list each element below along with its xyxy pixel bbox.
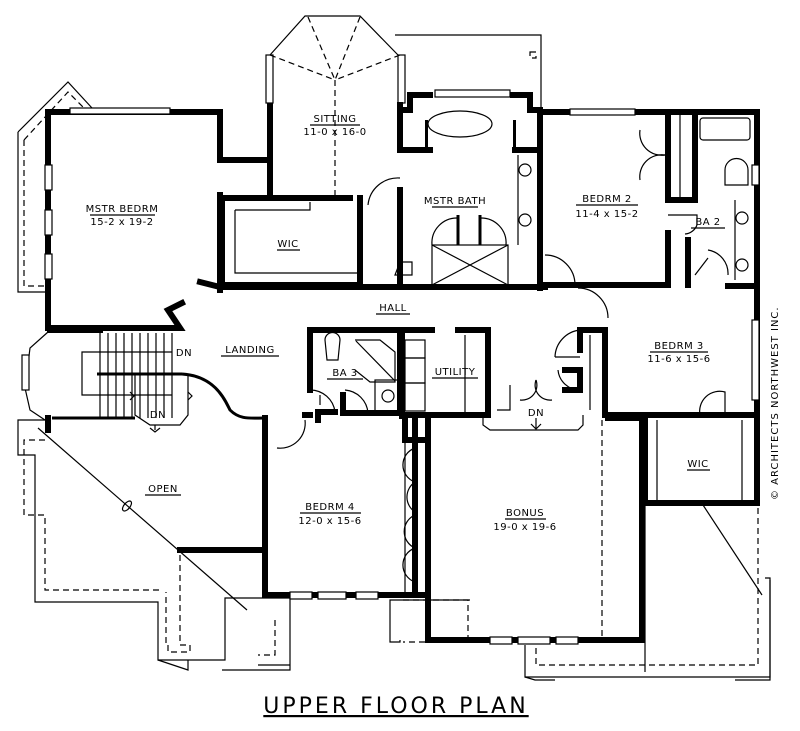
room-label-bedrm-3: BEDRM 3 <box>654 341 704 352</box>
plan-title: UPPER FLOOR PLAN <box>263 694 528 719</box>
room-size-sitting: 11-0 x 16-0 <box>303 127 366 138</box>
stair-label-dn-lower: DN <box>150 410 166 421</box>
room-label-ba-2: BA 2 <box>695 217 720 228</box>
room-label-landing: LANDING <box>225 345 275 356</box>
room-size-bedrm-2: 11-4 x 15-2 <box>575 209 638 220</box>
room-size-bedrm-4: 12-0 x 15-6 <box>298 516 361 527</box>
room-label-ba-3: BA 3 <box>332 368 357 379</box>
room-label-wic-master: WIC <box>277 239 298 250</box>
room-labels: MSTR BEDRM 15-2 x 19-2 SITTING 11-0 x 16… <box>86 114 720 533</box>
room-size-bonus: 19-0 x 19-6 <box>493 522 556 533</box>
room-label-bedrm-2: BEDRM 2 <box>582 194 632 205</box>
room-label-hall: HALL <box>379 303 407 314</box>
room-size-mstr-bedrm: 15-2 x 19-2 <box>90 217 153 228</box>
walls <box>21 15 760 645</box>
copyright-text: © ARCHITECTS NORTHWEST INC. <box>770 306 781 500</box>
staircase <box>52 333 266 433</box>
room-label-wic-bedrm3: WIC <box>687 459 708 470</box>
room-label-utility: UTILITY <box>435 367 476 378</box>
stair-label-dn-upper: DN <box>176 348 192 359</box>
label-underlines <box>90 124 725 520</box>
roof-outline <box>17 34 771 681</box>
room-label-mstr-bedrm: MSTR BEDRM <box>86 204 159 215</box>
room-label-bonus: BONUS <box>506 508 544 519</box>
room-label-bedrm-4: BEDRM 4 <box>305 502 355 513</box>
room-size-bedrm-3: 11-6 x 15-6 <box>647 354 710 365</box>
stair-label-dn-bonus: DN <box>528 408 544 419</box>
room-label-sitting: SITTING <box>313 114 356 125</box>
room-label-open: OPEN <box>148 484 178 495</box>
room-label-mstr-bath: MSTR BATH <box>424 196 486 207</box>
